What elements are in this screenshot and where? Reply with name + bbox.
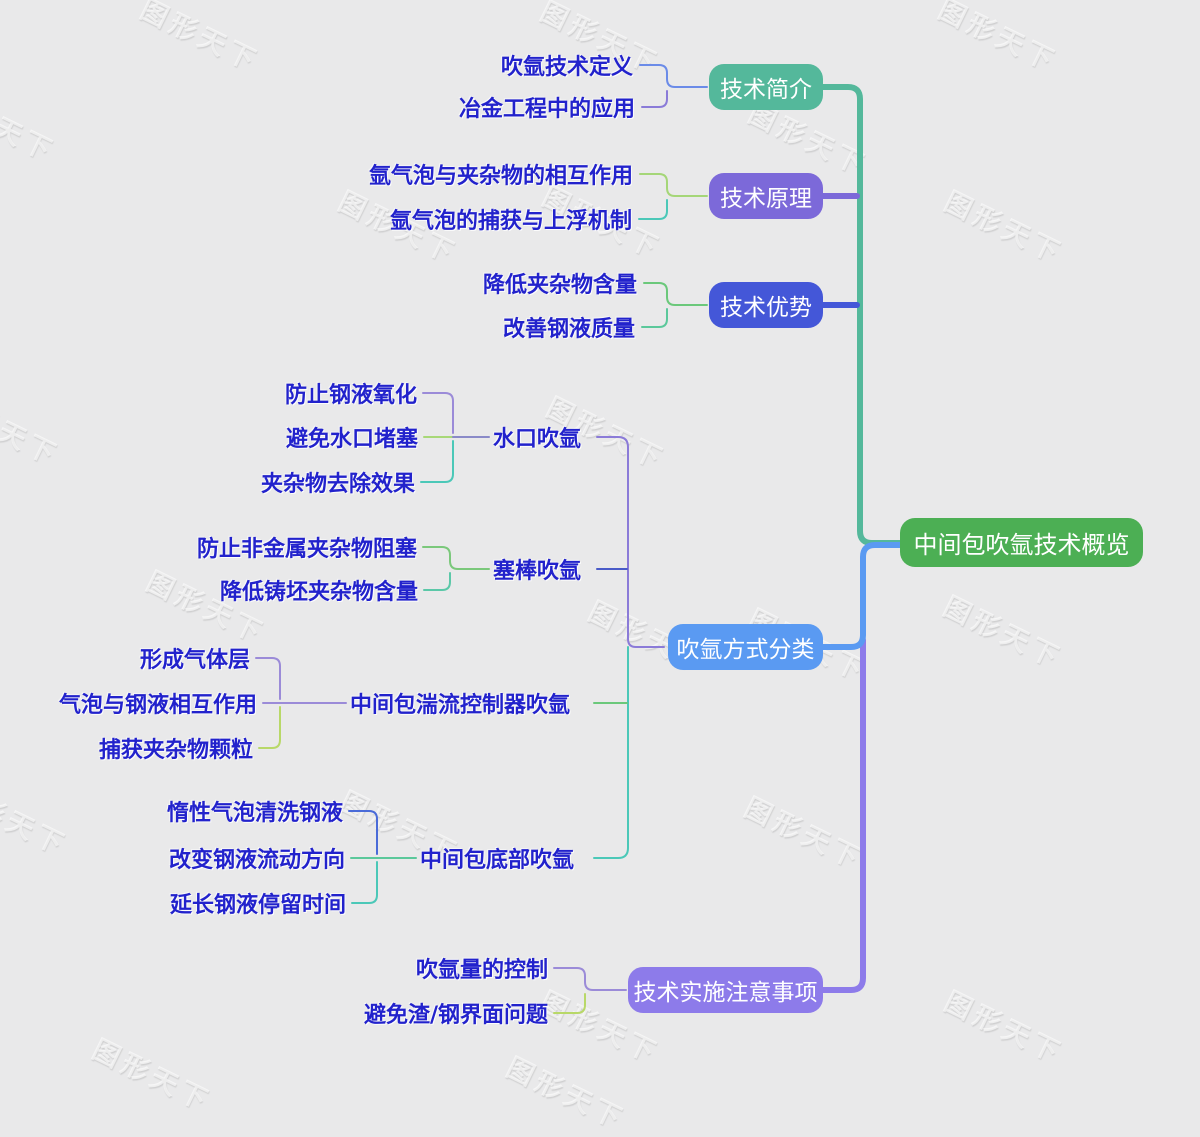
line-turb-child1 bbox=[255, 657, 281, 700]
line-stopper-child1 bbox=[422, 546, 490, 570]
leaf-avoid-clogging[interactable]: 避免水口堵塞 bbox=[285, 427, 418, 452]
branch-node-principle[interactable]: 技术原理 bbox=[709, 173, 823, 219]
rail-methods-upper bbox=[596, 436, 665, 648]
line-principle-child2 bbox=[638, 199, 668, 220]
line-principle-child1 bbox=[639, 173, 708, 197]
leaf-argon-definition[interactable]: 吹氩技术定义 bbox=[500, 55, 633, 80]
connector-lines bbox=[255, 64, 903, 1014]
leaf-capture-particles[interactable]: 捕获夹杂物颗粒 bbox=[98, 738, 253, 763]
trunk-top-teal bbox=[820, 84, 903, 546]
leaf-reduce-slab[interactable]: 降低铸坯夹杂物含量 bbox=[219, 580, 418, 605]
mindmap-canvas: 图形天下图形天下图形天下图形天下图形天下图形天下图形天下图形天下图形天下图形天下… bbox=[0, 0, 1143, 1136]
line-advantage-child2 bbox=[641, 308, 668, 328]
leaf-prevent-oxidation[interactable]: 防止钢液氧化 bbox=[284, 383, 417, 408]
subtopic-turbulence-argon[interactable]: 中间包湍流控制器吹氩 bbox=[350, 693, 571, 718]
line-advantage-child1 bbox=[643, 282, 708, 306]
line-intro-child2 bbox=[641, 90, 668, 108]
leaf-change-flow[interactable]: 改变钢液流动方向 bbox=[168, 848, 345, 873]
branch-node-notes[interactable]: 技术实施注意事项 bbox=[628, 967, 823, 1013]
line-bottom-child1 bbox=[348, 810, 378, 855]
leaf-removal-effect[interactable]: 夹杂物去除效果 bbox=[260, 472, 415, 497]
line-notes-child1 bbox=[553, 967, 627, 991]
leaf-flow-control[interactable]: 吹氩量的控制 bbox=[415, 958, 548, 983]
subtopic-nozzle-argon[interactable]: 水口吹氩 bbox=[493, 427, 582, 452]
leaf-prevent-nonmetal[interactable]: 防止非金属夹杂物阻塞 bbox=[196, 537, 417, 562]
leaf-capture-floating[interactable]: 氩气泡的捕获与上浮机制 bbox=[389, 209, 632, 234]
leaf-inert-cleaning[interactable]: 惰性气泡清洗钢液 bbox=[166, 801, 343, 826]
branch-node-advantage[interactable]: 技术优势 bbox=[709, 282, 823, 328]
leaf-gas-layer[interactable]: 形成气体层 bbox=[139, 648, 250, 673]
leaf-bubble-interaction[interactable]: 氩气泡与夹杂物的相互作用 bbox=[368, 164, 633, 189]
trunk-notes-purple bbox=[820, 637, 866, 993]
leaf-metallurgy-usage[interactable]: 冶金工程中的应用 bbox=[458, 97, 635, 122]
leaf-slag-interface[interactable]: 避免渣/钢界面问题 bbox=[363, 1003, 548, 1028]
leaf-bubble-steel[interactable]: 气泡与钢液相互作用 bbox=[58, 693, 257, 718]
branch-node-intro[interactable]: 技术简介 bbox=[709, 64, 823, 110]
line-intro-child1 bbox=[639, 64, 708, 88]
trunk-methods-blue bbox=[820, 542, 903, 650]
line-notes-child2 bbox=[553, 993, 586, 1014]
line-stopper-child2 bbox=[423, 572, 451, 591]
line-nozzle-child3 bbox=[420, 440, 454, 483]
line-nozzle-child1 bbox=[422, 392, 454, 434]
line-bottom-child3 bbox=[351, 861, 378, 904]
root-node[interactable]: 中间包吹氩技术概览 bbox=[900, 518, 1143, 567]
branch-node-methods[interactable]: 吹氩方式分类 bbox=[668, 624, 823, 670]
line-turb-child3 bbox=[258, 706, 281, 749]
rail-methods-lower bbox=[593, 646, 629, 859]
subtopic-stopper-argon[interactable]: 塞棒吹氩 bbox=[493, 559, 582, 584]
subtopic-bottom-argon[interactable]: 中间包底部吹氩 bbox=[420, 848, 575, 873]
leaf-reduce-inclusion[interactable]: 降低夹杂物含量 bbox=[482, 273, 637, 298]
leaf-extend-residence[interactable]: 延长钢液停留时间 bbox=[169, 893, 346, 918]
leaf-improve-quality[interactable]: 改善钢液质量 bbox=[502, 317, 635, 342]
